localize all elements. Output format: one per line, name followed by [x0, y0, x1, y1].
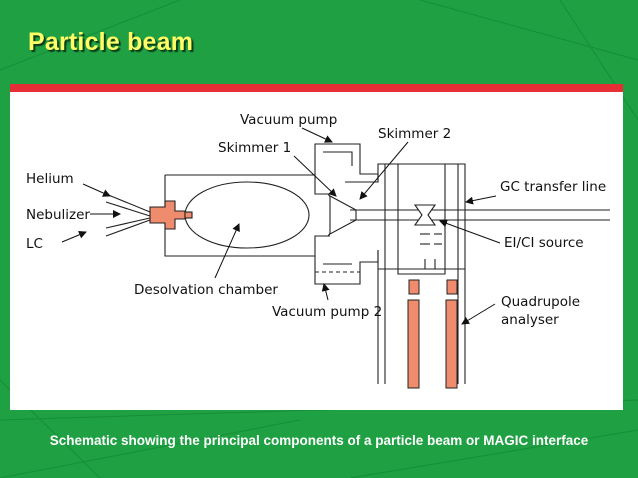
label-skimmer-1: Skimmer 1	[218, 140, 292, 156]
vacuum-pump-2	[314, 250, 379, 285]
ion-source-housing	[377, 163, 466, 270]
arrow-helium	[82, 183, 111, 197]
arrow-quadrupole	[461, 303, 496, 325]
label-skimmer-2: Skimmer 2	[378, 126, 452, 142]
arrow-skimmer-2	[359, 141, 409, 200]
vacuum-pump-1	[314, 143, 379, 183]
label-helium: Helium	[26, 171, 74, 187]
arrow-lc	[61, 231, 87, 243]
quadrupole-rod	[408, 279, 420, 295]
arrow-gc-transfer-line	[465, 195, 497, 205]
quadrupole-rod	[445, 299, 458, 389]
ei-ci-source	[413, 204, 437, 226]
slide-caption: Schematic showing the principal componen…	[49, 433, 589, 448]
arrow-vacuum-pump-2	[321, 283, 330, 301]
quadrupole-rod	[446, 279, 458, 295]
nebulizer-probe	[105, 193, 193, 237]
label-nebulizer: Nebulizer	[26, 207, 90, 223]
quadrupole-rod	[407, 299, 420, 389]
panel-accent-bar	[10, 84, 623, 92]
arrow-ei-ci-source	[439, 219, 501, 244]
desolvation-chamber	[184, 181, 310, 249]
label-quadrupole: Quadrupole	[501, 294, 581, 310]
label-gc-transfer-line: GC transfer line	[500, 179, 607, 195]
slide-title: Particle beam	[28, 28, 194, 56]
arrow-vacuum-pump-top	[301, 127, 333, 143]
label-vacuum-pump-top: Vacuum pump	[240, 112, 338, 128]
label-desolvation-chamber: Desolvation chamber	[134, 282, 278, 298]
diagram-panel: Vacuum pump Skimmer 1 Skimmer 2 Helium N…	[10, 84, 623, 410]
schematic-drawing	[61, 127, 610, 389]
label-analyser: analyser	[501, 312, 559, 328]
label-vacuum-pump-2: Vacuum pump 2	[272, 304, 383, 320]
arrow-desolvation-chamber	[214, 223, 240, 279]
label-lc: LC	[26, 236, 43, 252]
arrow-skimmer-1	[293, 155, 337, 197]
label-ei-ci-source: EI/CI source	[504, 235, 584, 251]
quadrupole-rods	[407, 279, 458, 389]
